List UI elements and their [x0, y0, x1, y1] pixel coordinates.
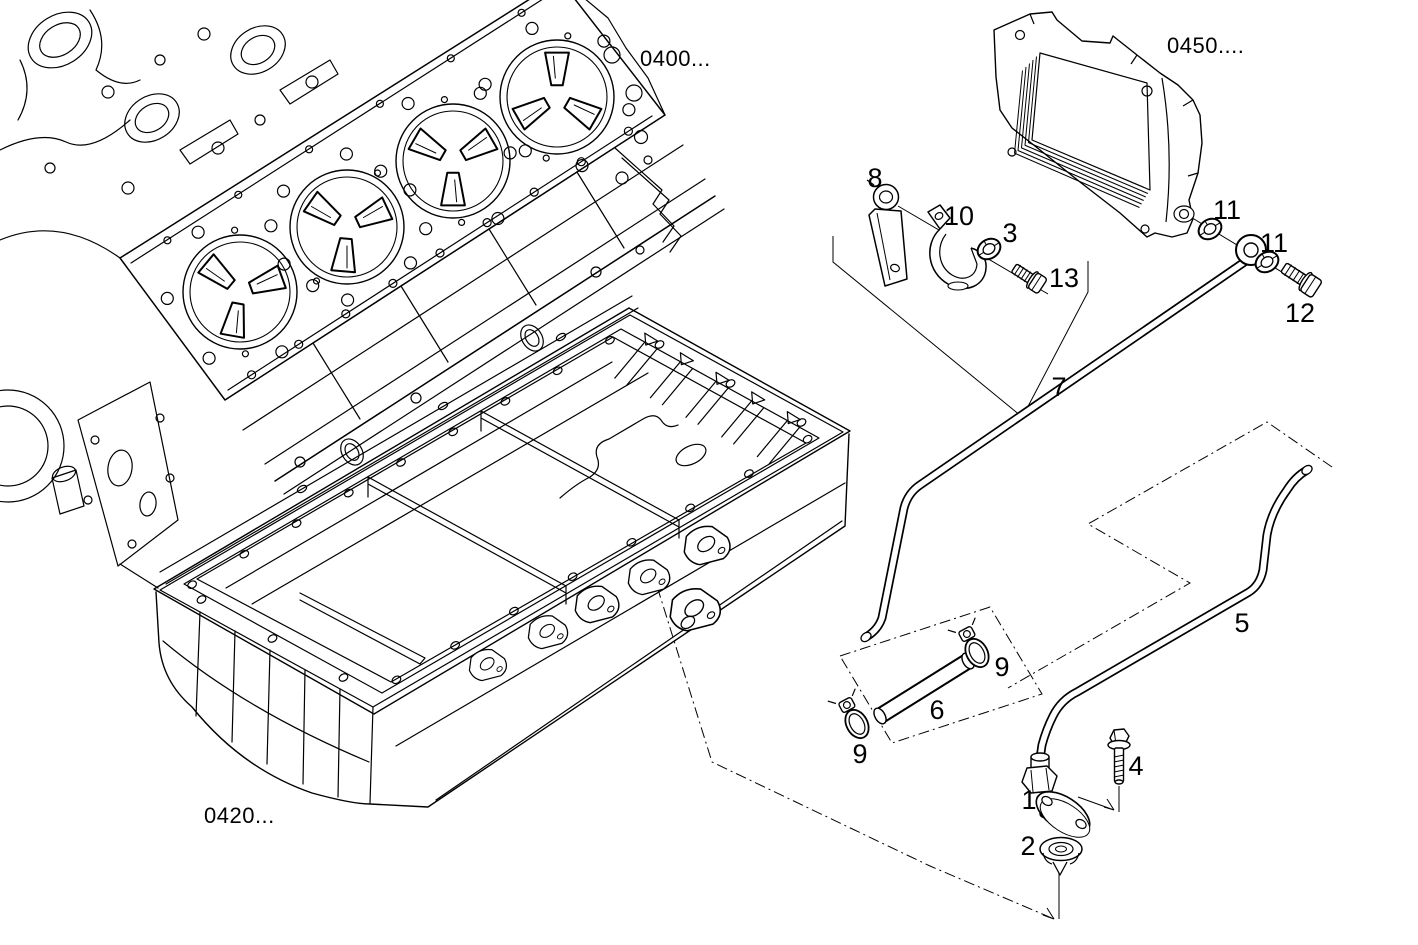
- callout-11b: 11: [1260, 228, 1288, 258]
- callout-1: 1: [1021, 785, 1036, 815]
- callout-7: 7: [1051, 372, 1066, 402]
- bolt-13: [1011, 263, 1047, 294]
- callout-13: 13: [1049, 263, 1079, 293]
- callout-8: 8: [867, 163, 882, 193]
- engine-block-illustration: [0, 0, 725, 589]
- drain-fitting-1: [1021, 752, 1091, 838]
- support-bracket-8: [866, 179, 908, 287]
- callout-11a: 11: [1213, 195, 1241, 225]
- callout-6: 6: [929, 695, 944, 725]
- drain-plug-2: [1039, 836, 1083, 876]
- dipstick-tube-5: [1035, 464, 1313, 760]
- callout-4: 4: [1128, 751, 1143, 781]
- callout-9a: 9: [994, 652, 1009, 682]
- pipe-clamp-10: [927, 204, 987, 291]
- reference-labels: 0400... 0450.... 0420...: [204, 33, 1244, 828]
- callout-9b: 9: [852, 739, 867, 769]
- ref-label-0400: 0400...: [640, 46, 711, 71]
- gear-cover-illustration: [993, 11, 1203, 238]
- ref-label-0450: 0450....: [1167, 33, 1244, 58]
- callout-3: 3: [1002, 218, 1017, 248]
- ref-label-0420: 0420...: [204, 803, 275, 828]
- flange-bolt-4: [1107, 728, 1131, 785]
- callout-2: 2: [1020, 831, 1035, 861]
- oil-return-pipe-7: [860, 234, 1267, 643]
- callout-12: 12: [1285, 298, 1315, 328]
- callout-labels: 8 10 3 13 11 11 12 7 5 9 6 9 4 1 2: [852, 163, 1315, 861]
- callout-5: 5: [1234, 608, 1249, 638]
- banjo-bolt-12: [1280, 262, 1322, 298]
- oil-pan-illustration: [153, 307, 851, 808]
- callout-10: 10: [944, 201, 974, 231]
- connecting-hose-6: [873, 652, 975, 725]
